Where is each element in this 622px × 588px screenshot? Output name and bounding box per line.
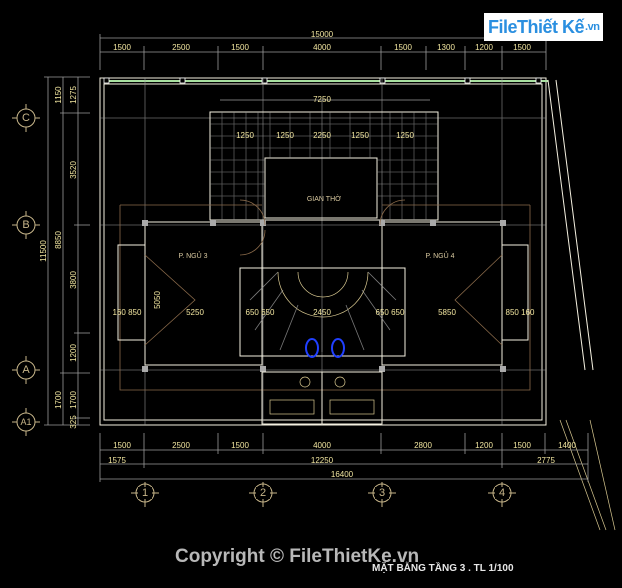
- axis-label-b: B: [22, 219, 29, 231]
- dim-bottom: 2800: [414, 441, 432, 450]
- axis-label-1: 1: [142, 487, 148, 499]
- left-dimensions: 11500 1150 8850 1700 1275 3520 3800 1200…: [39, 76, 90, 429]
- room-label-worship: GIAN THỜ: [307, 194, 341, 203]
- dim-left: 1700: [54, 391, 63, 409]
- dim-top: 2500: [172, 43, 190, 52]
- building-outline: [99, 77, 616, 531]
- dim-inner: 1250: [396, 131, 414, 140]
- dim-top: 1500: [394, 43, 412, 52]
- drawing-title: MẶT BẰNG TẦNG 3 . TL 1/100: [372, 563, 514, 574]
- row-axes: [12, 104, 40, 436]
- dim-bottom: 1500: [231, 441, 249, 450]
- dim-bottom: 2775: [537, 456, 555, 465]
- staircase: [239, 267, 406, 357]
- dim-bottom: 1500: [113, 441, 131, 450]
- dim-inner: 5850: [438, 308, 456, 317]
- logo-text: FileThiết Kế: [488, 16, 585, 37]
- axis-label-a1: A1: [20, 417, 31, 427]
- dim-bottom: 1200: [475, 441, 493, 450]
- axis-label-3: 3: [379, 487, 385, 499]
- dim-top-total: 15000: [311, 30, 334, 39]
- axis-label-c: C: [22, 112, 30, 124]
- dim-left: 325: [69, 415, 78, 429]
- dim-inner: 2250: [313, 131, 331, 140]
- interior-walls: [117, 199, 531, 391]
- dim-bottom-total: 16400: [331, 470, 354, 479]
- column-axes: [131, 482, 516, 507]
- dim-inner: 650 650: [376, 308, 405, 317]
- inner-dimensions: 7250 1250 1250 2250 1250 1250 5050 5250 …: [113, 95, 535, 317]
- dim-top: 4000: [313, 43, 331, 52]
- bottom-dimensions: 1500 2500 1500 4000 2800 1200 1500 1400 …: [99, 433, 589, 482]
- room-label-bedroom-4: P. NGỦ 4: [425, 251, 454, 260]
- dim-inner: 5250: [186, 308, 204, 317]
- dim-inner: 160 850: [113, 308, 142, 317]
- dim-left: 1275: [69, 86, 78, 104]
- dim-bottom: 1500: [513, 441, 531, 450]
- dim-inner: 850 160: [506, 308, 535, 317]
- top-dimensions: 15000 1500 2500 1500 4000 1500 1300 1200…: [99, 30, 547, 70]
- dim-bottom: 1400: [558, 441, 576, 450]
- logo-suffix: .vn: [585, 21, 600, 33]
- dim-top: 1200: [475, 43, 493, 52]
- dim-left: 1700: [69, 391, 78, 409]
- bathrooms: [261, 338, 383, 425]
- tiled-terrace: [209, 99, 439, 221]
- dim-inner: 1250: [236, 131, 254, 140]
- dim-left: 8850: [54, 231, 63, 249]
- toilet-icon: [305, 338, 319, 358]
- dim-top: 1500: [513, 43, 531, 52]
- room-label-bedroom-3: P. NGỦ 3: [178, 251, 207, 260]
- dim-inner: 1250: [351, 131, 369, 140]
- dim-left: 1150: [54, 86, 63, 104]
- dim-top: 1500: [113, 43, 131, 52]
- dim-left-total: 11500: [39, 240, 48, 262]
- axis-label-2: 2: [260, 487, 266, 499]
- dim-top: 1500: [231, 43, 249, 52]
- dim-inner: 2450: [313, 308, 331, 317]
- dim-inner: 1250: [276, 131, 294, 140]
- dim-bottom: 4000: [313, 441, 331, 450]
- dim-left: 3800: [69, 271, 78, 289]
- axis-label-4: 4: [499, 487, 505, 499]
- toilet-icon: [331, 338, 345, 358]
- copyright-watermark: Copyright © FileThietKe.vn: [175, 546, 420, 567]
- dim-inner: 5050: [153, 291, 162, 309]
- axis-label-a: A: [22, 364, 30, 376]
- dim-inner: 650 650: [246, 308, 275, 317]
- dim-top: 1300: [437, 43, 455, 52]
- dim-left: 1200: [69, 344, 78, 362]
- dim-bottom: 12250: [311, 456, 334, 465]
- dim-bottom: 1575: [108, 456, 126, 465]
- filethietke-logo: FileThiết Kế.vn: [484, 13, 604, 41]
- dim-inner: 7250: [313, 95, 331, 104]
- dim-left: 3520: [69, 161, 78, 179]
- dim-bottom: 2500: [172, 441, 190, 450]
